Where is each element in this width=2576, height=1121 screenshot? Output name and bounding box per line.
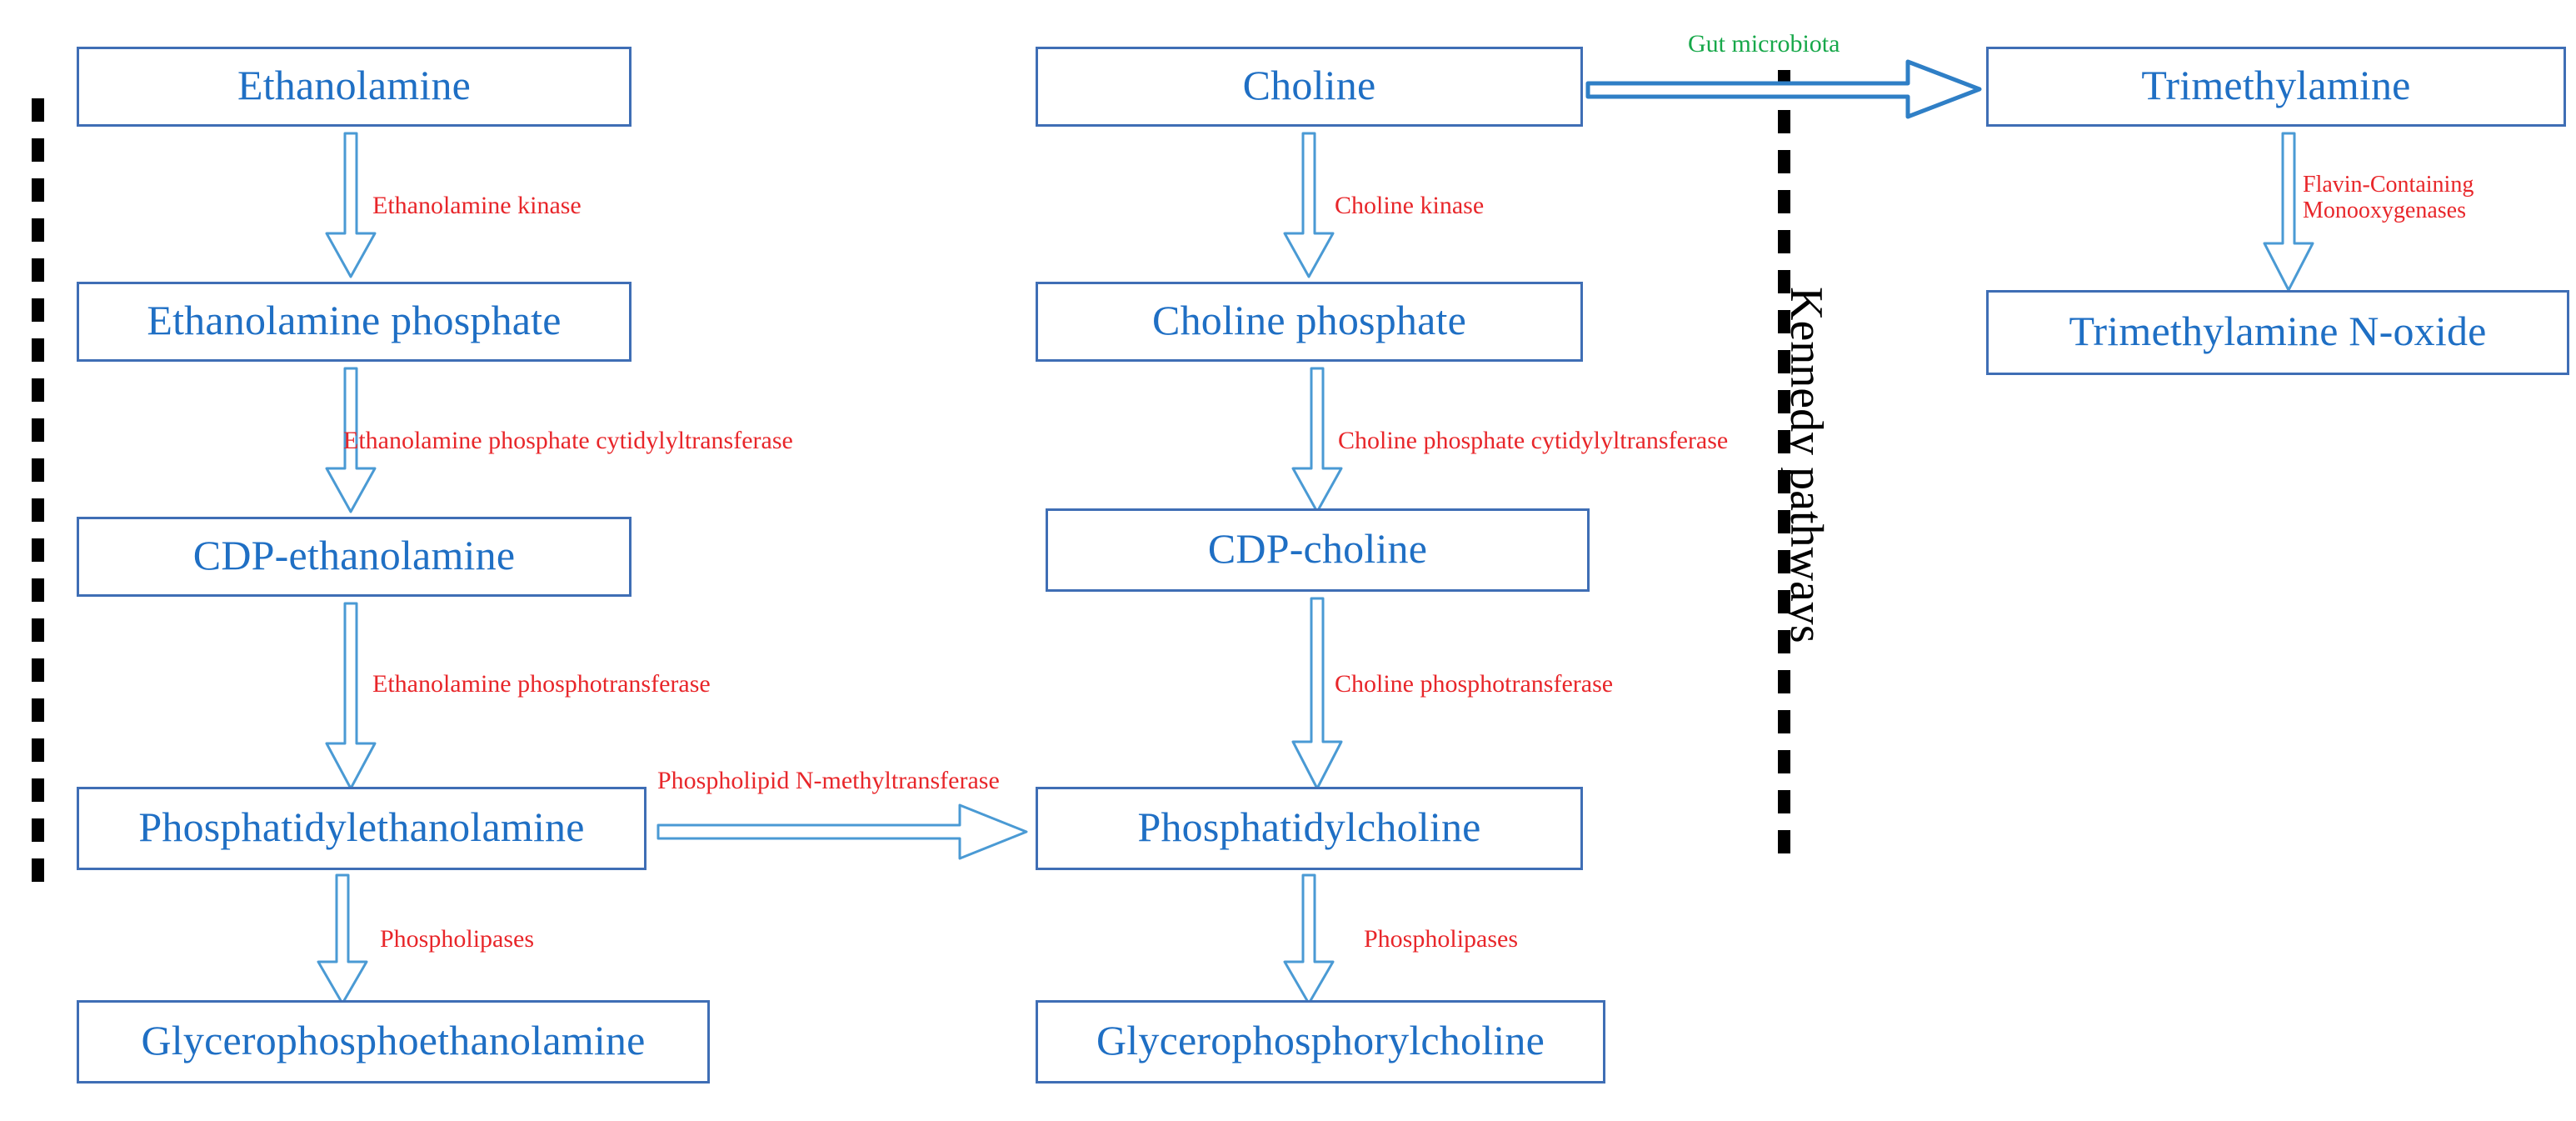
node-glycerophosphoethanolamine[interactable]: Glycerophosphoethanolamine: [77, 1000, 710, 1083]
node-phosphatidylcholine-label: Phosphatidylcholine: [1137, 803, 1481, 850]
enzyme-label-choline-phosphate-cytidylyltransferase: Choline phosphate cytidylyltransferase: [1338, 427, 1729, 454]
node-ethanolamine-phosphate[interactable]: Ethanolamine phosphate: [77, 282, 632, 362]
node-ethanolamine-label: Ethanolamine: [237, 62, 472, 108]
node-phosphatidylethanolamine[interactable]: Phosphatidylethanolamine: [77, 787, 646, 870]
arrow-cdp-ethanolamine-to-phosphatidylethanolamine: [317, 600, 385, 792]
node-cdp-choline-label: CDP-choline: [1207, 525, 1428, 572]
arrow-phosphatidylethanolamine-to-phosphatidylcholine: [655, 800, 1030, 863]
arrow-phosphatidylcholine-to-glycerophosphorylcholine: [1275, 872, 1343, 1007]
gut-microbiota-label: Gut microbiota: [1688, 30, 1840, 58]
node-cdp-choline[interactable]: CDP-choline: [1046, 508, 1590, 592]
arrow-phosphatidylethanolamine-to-glycerophosphoethanolamine: [308, 872, 377, 1007]
enzyme-label-choline-kinase: Choline kinase: [1335, 192, 1485, 219]
node-cdp-ethanolamine-label: CDP-ethanolamine: [192, 532, 516, 578]
node-choline[interactable]: Choline: [1036, 47, 1583, 127]
arrow-ethanolamine-to-ethanolamine-phosphate: [317, 130, 385, 280]
arrow-choline-to-choline-phosphate: [1275, 130, 1343, 280]
arrow-cdp-choline-to-phosphatidylcholine: [1283, 595, 1351, 792]
enzyme-label-ethanolamine-kinase: Ethanolamine kinase: [372, 192, 582, 219]
divider-right-dashed-line: [1778, 70, 1790, 860]
enzyme-label-phospholipid-n-methyltransferase: Phospholipid N-methyltransferase: [657, 767, 1000, 794]
node-choline-label: Choline: [1242, 62, 1376, 108]
fmo-line-1: Flavin-Containing: [2303, 172, 2474, 198]
kennedy-pathways-caption: Kennedy pathways: [1780, 287, 1832, 643]
node-choline-phosphate[interactable]: Choline phosphate: [1036, 282, 1583, 362]
enzyme-label-phospholipases-left: Phospholipases: [380, 925, 535, 953]
node-trimethylamine-n-oxide-label: Trimethylamine N-oxide: [2069, 308, 2487, 354]
node-cdp-ethanolamine[interactable]: CDP-ethanolamine: [77, 517, 632, 597]
node-choline-phosphate-label: Choline phosphate: [1152, 297, 1466, 343]
node-trimethylamine-n-oxide[interactable]: Trimethylamine N-oxide: [1986, 290, 2569, 375]
node-trimethylamine[interactable]: Trimethylamine: [1986, 47, 2566, 127]
arrow-ethanolamine-phosphate-to-cdp-ethanolamine: [317, 365, 385, 515]
node-glycerophosphoethanolamine-label: Glycerophosphoethanolamine: [141, 1017, 646, 1063]
node-glycerophosphorylcholine[interactable]: Glycerophosphorylcholine: [1036, 1000, 1605, 1083]
node-phosphatidylethanolamine-label: Phosphatidylethanolamine: [138, 803, 585, 850]
arrow-trimethylamine-to-trimethylamine-n-oxide: [2254, 130, 2323, 293]
enzyme-label-flavin-containing-monooxygenases: Flavin-Containing Monooxygenases: [2303, 172, 2553, 224]
node-trimethylamine-label: Trimethylamine: [2141, 62, 2411, 108]
node-ethanolamine-phosphate-label: Ethanolamine phosphate: [147, 297, 562, 343]
divider-left-dashed-line: [32, 98, 44, 885]
enzyme-label-ethanolamine-phosphate-cytidylyltransferase: Ethanolamine phosphate cytidylyltransfer…: [343, 427, 793, 454]
node-glycerophosphorylcholine-label: Glycerophosphorylcholine: [1096, 1017, 1545, 1063]
enzyme-label-ethanolamine-phosphotransferase: Ethanolamine phosphotransferase: [372, 670, 711, 698]
node-ethanolamine[interactable]: Ethanolamine: [77, 47, 632, 127]
fmo-line-2: Monooxygenases: [2303, 198, 2466, 224]
enzyme-label-phospholipases-right: Phospholipases: [1364, 925, 1519, 953]
arrow-choline-to-trimethylamine: [1585, 57, 1983, 122]
enzyme-label-choline-phosphotransferase: Choline phosphotransferase: [1335, 670, 1614, 698]
arrow-choline-phosphate-to-cdp-choline: [1283, 365, 1351, 515]
node-phosphatidylcholine[interactable]: Phosphatidylcholine: [1036, 787, 1583, 870]
